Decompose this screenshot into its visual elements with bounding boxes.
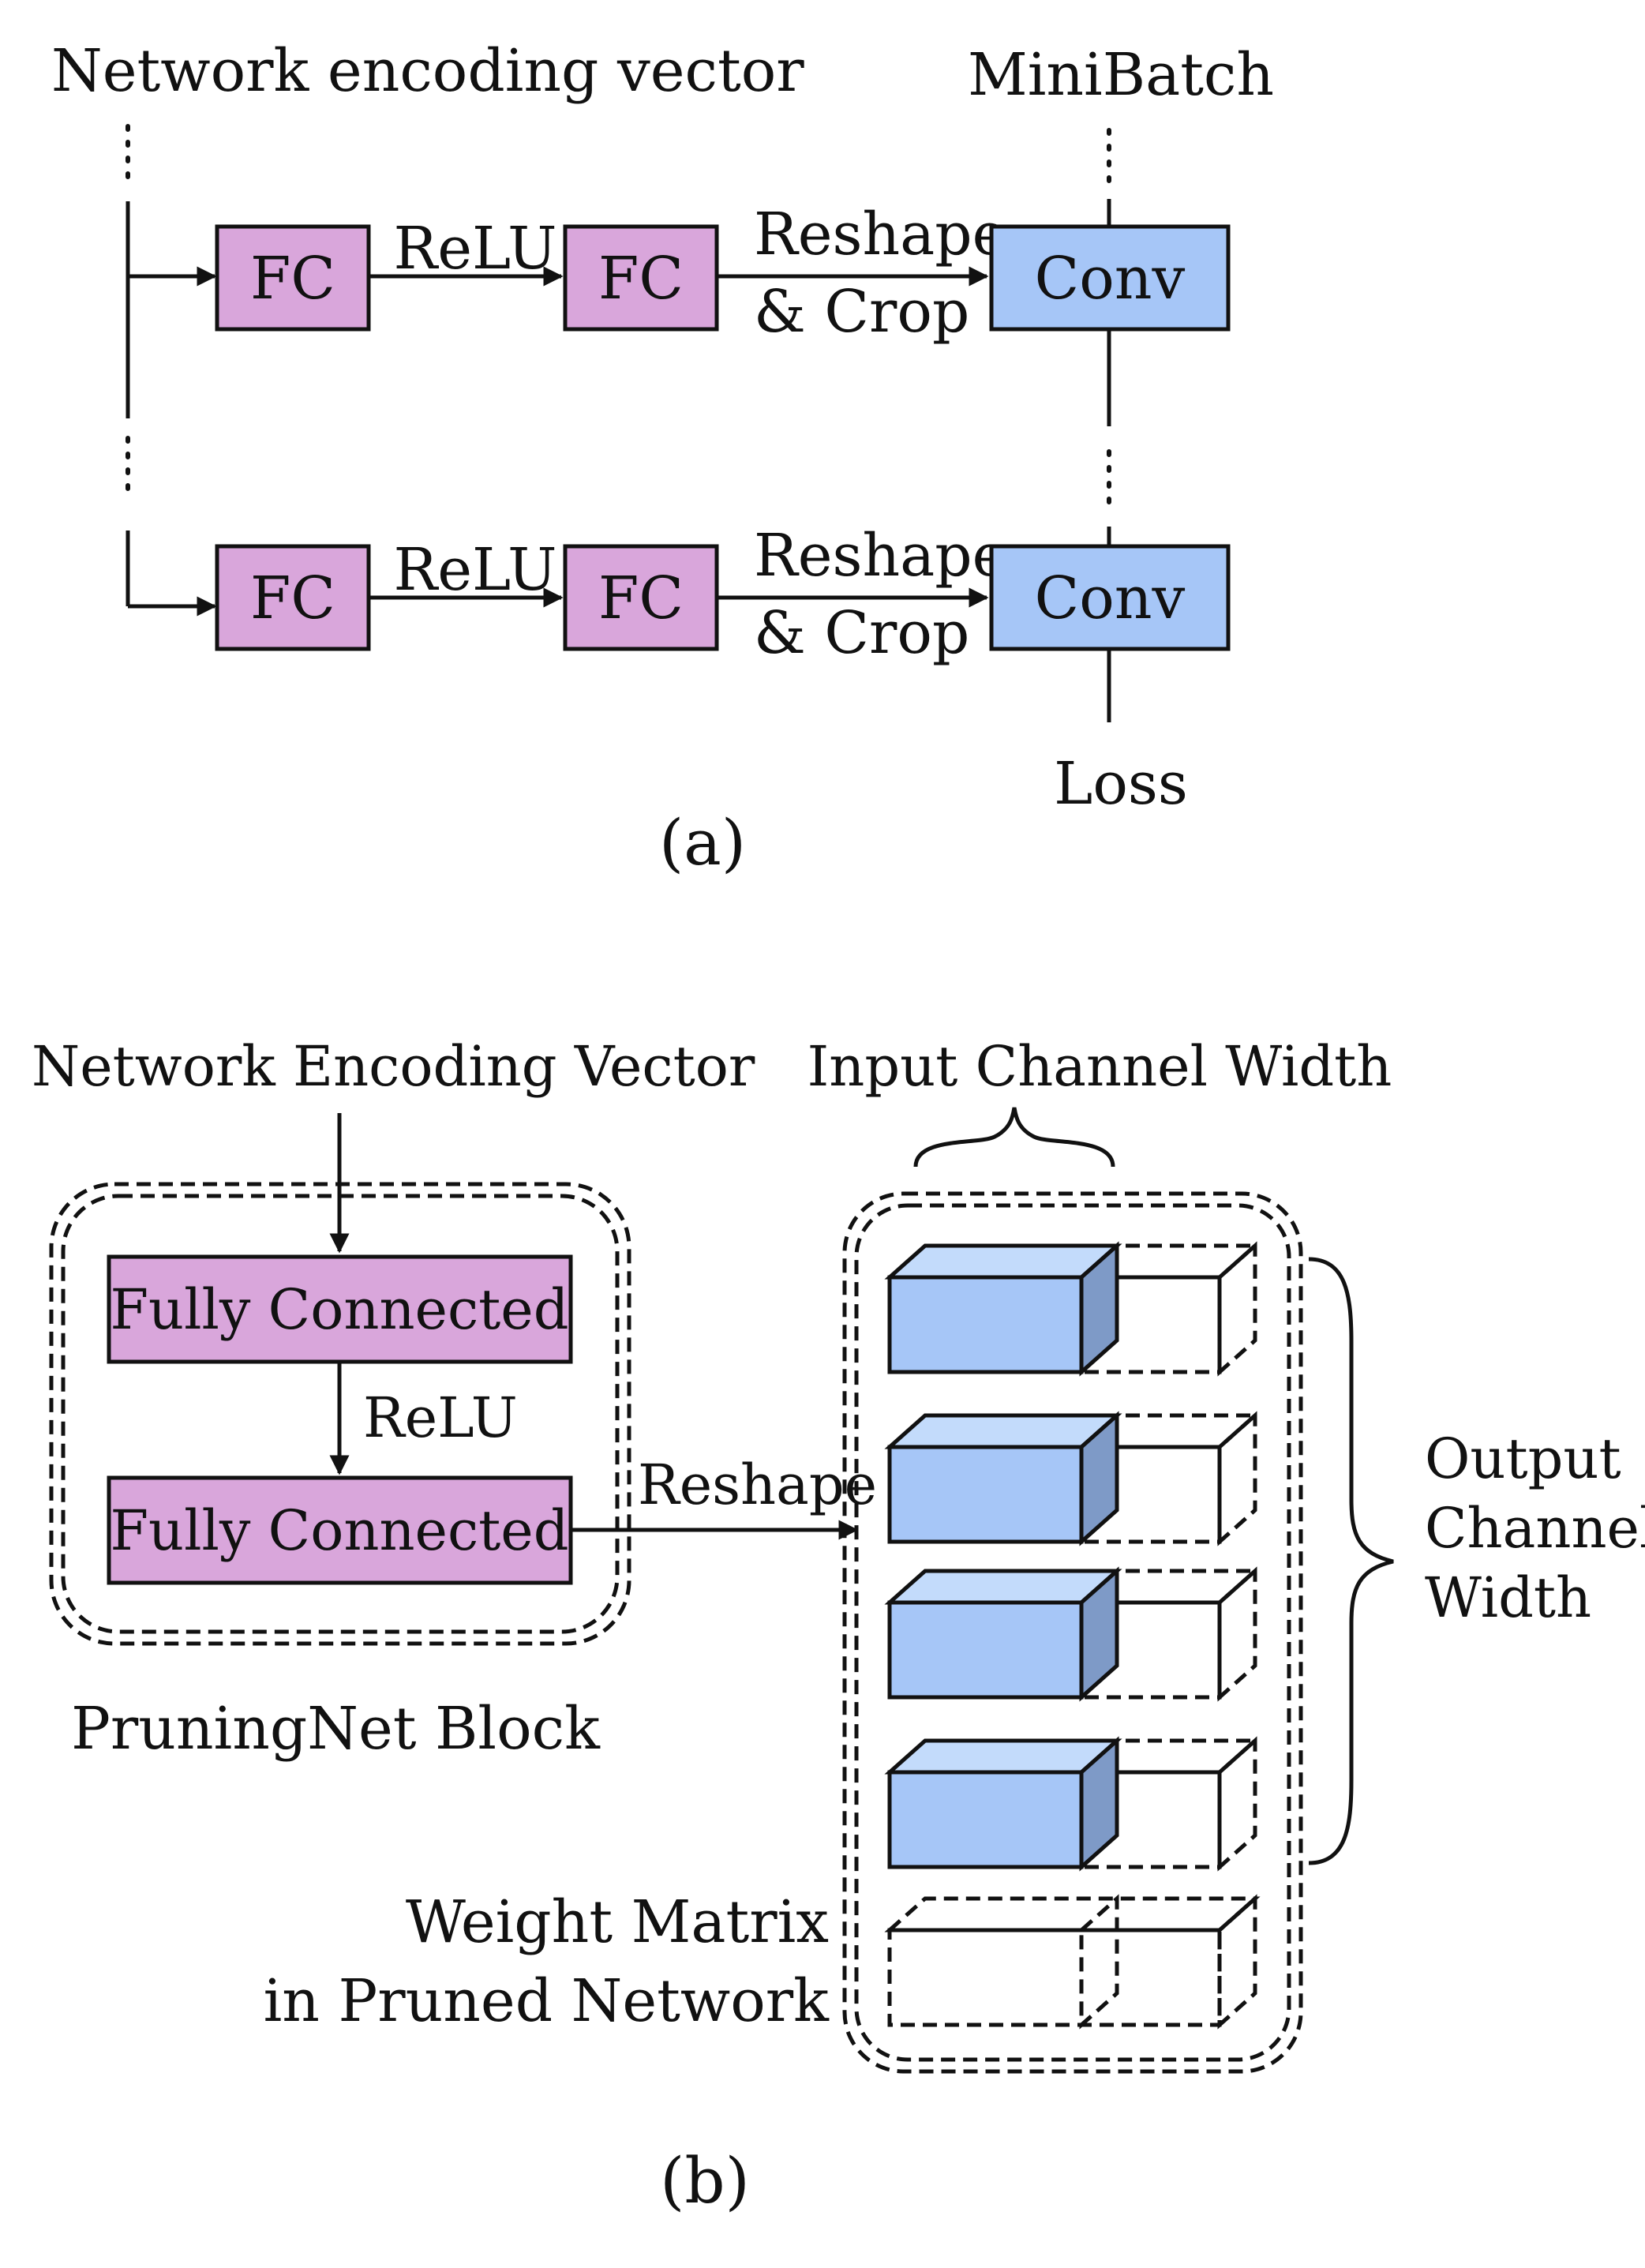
- weight-matrix-container-outer: [842, 1191, 1303, 2074]
- output-channel-width-line3: Width: [1425, 1565, 1591, 1630]
- pruningnet-block-label: PruningNet Block: [71, 1695, 601, 1763]
- slab-2-side: [1079, 1411, 1119, 1546]
- slab-3-ghost-side: [1217, 1566, 1257, 1702]
- slab-3-top: [884, 1569, 1122, 1605]
- pruned-slab-divider: [1079, 1894, 1119, 2030]
- fc-label-row2-second: FC: [598, 564, 684, 632]
- fc-label-row1-first: FC: [250, 245, 335, 313]
- slab-4-ghost-side: [1217, 1736, 1257, 1872]
- panel-a-caption: (a): [659, 806, 746, 879]
- fully-connected-label-2: Fully Connected: [110, 1498, 568, 1563]
- weight-matrix-label-line2: in Pruned Network: [264, 1967, 830, 2035]
- panel-a: Network encoding vector MiniBatch FC ReL…: [51, 37, 1274, 879]
- panel-a-row-2: FC ReLU FC Reshape & Crop Conv: [215, 522, 1231, 722]
- slab-2-top: [884, 1413, 1122, 1449]
- slab-4-top: [884, 1738, 1122, 1775]
- relu-label-b: ReLU: [363, 1385, 518, 1450]
- panel-a-row-1: FC ReLU FC Reshape & Crop Conv: [215, 128, 1231, 426]
- panel-b-caption: (b): [660, 2144, 750, 2217]
- channel-slab-3: [884, 1566, 1261, 1702]
- slab-2-ghost-front: [1079, 1445, 1222, 1544]
- slab-4-front: [887, 1770, 1084, 1869]
- input-channel-width-label: Input Channel Width: [808, 1034, 1392, 1099]
- fc-box-row1-first: [215, 224, 371, 332]
- slab-3-ghost-front: [1079, 1600, 1222, 1700]
- fc-label-row2-first: FC: [250, 564, 335, 632]
- slab-3-front: [887, 1600, 1084, 1700]
- reshape-label-row2: Reshape: [754, 522, 1006, 590]
- pruningnet-block-outer: [49, 1182, 631, 1646]
- weight-matrix-container-inner: [854, 1203, 1291, 2062]
- slab-1-side: [1079, 1241, 1119, 1377]
- slab-1-ghost-side: [1217, 1241, 1257, 1377]
- reshape-label-b: Reshape: [638, 1453, 877, 1517]
- panel-a-minibatch-title: MiniBatch: [968, 41, 1274, 109]
- conv-box-row1: [989, 224, 1231, 332]
- input-channel-brace: [913, 1107, 1115, 1168]
- fc-box-row2-first: [215, 544, 371, 651]
- slab-1-top: [884, 1243, 1122, 1280]
- conv-box-row2: [989, 544, 1231, 651]
- channel-slab-2: [884, 1411, 1261, 1546]
- weight-matrix-label-line1: Weight Matrix: [406, 1888, 829, 1956]
- conv-label-row2: Conv: [1035, 564, 1186, 632]
- crop-label-row1: & Crop: [754, 278, 969, 346]
- conv-label-row1: Conv: [1035, 245, 1186, 313]
- slab-4-side: [1079, 1736, 1119, 1872]
- slab-1-front: [887, 1275, 1084, 1374]
- crop-label-row2: & Crop: [754, 599, 969, 667]
- output-channel-width-line1: Output: [1425, 1426, 1621, 1491]
- loss-label: Loss: [1054, 750, 1188, 818]
- slab-1-ghost-front: [1079, 1275, 1222, 1374]
- fc-label-row1-second: FC: [598, 245, 684, 313]
- channel-slab-1: [884, 1241, 1261, 1377]
- slab-3-side: [1079, 1566, 1119, 1702]
- output-channel-brace: [1308, 1257, 1394, 1865]
- slab-4-ghost-front: [1079, 1770, 1222, 1869]
- pruned-slab-ghost-top: [884, 1896, 1261, 1932]
- pruned-slab-ghost-side: [1217, 1894, 1257, 2030]
- pruningnet-block-inner: [61, 1194, 620, 1634]
- pruned-channel-slab: [884, 1894, 1261, 2030]
- fc-box-row2-second: [563, 544, 719, 651]
- reshape-label-row1: Reshape: [754, 201, 1006, 268]
- pruned-slab-ghost-front: [887, 1928, 1222, 2027]
- slab-2-ghost-side: [1217, 1411, 1257, 1546]
- panel-a-input-title: Network encoding vector: [51, 37, 804, 105]
- panel-b-input-title: Network Encoding Vector: [32, 1034, 755, 1099]
- fully-connected-label-1: Fully Connected: [110, 1277, 568, 1342]
- panel-b: Network Encoding Vector Fully Connected …: [32, 1034, 1645, 2217]
- channel-slab-4: [884, 1736, 1261, 1872]
- output-channel-width-line2: Channel: [1425, 1496, 1645, 1561]
- slab-2-front: [887, 1445, 1084, 1544]
- relu-label-row1: ReLU: [394, 215, 557, 283]
- relu-label-row2: ReLU: [394, 536, 557, 604]
